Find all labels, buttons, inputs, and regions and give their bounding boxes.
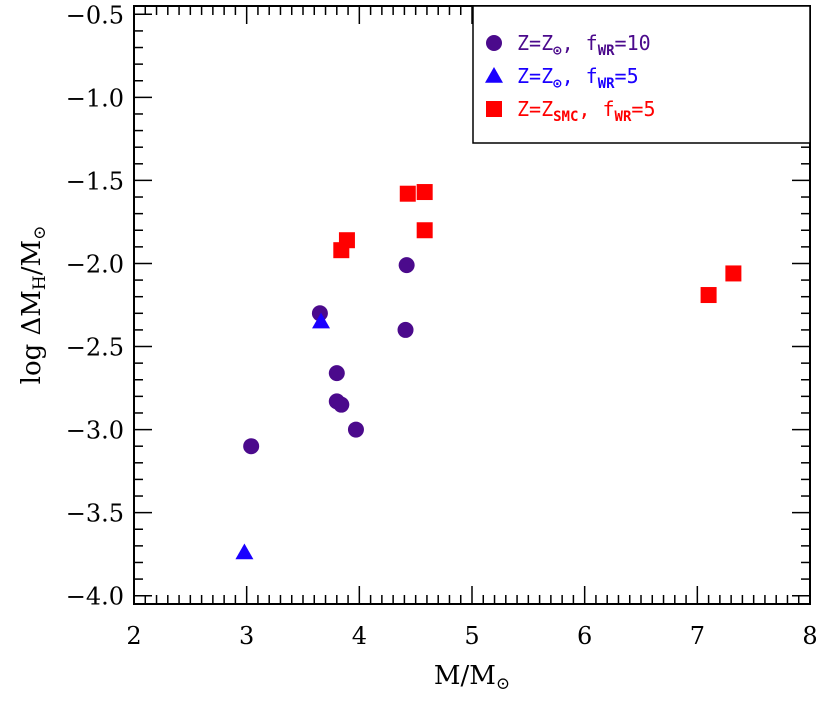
series-1-point	[398, 257, 415, 274]
x-tick-label: 4	[352, 622, 367, 650]
legend-text: , f	[562, 31, 598, 55]
plot-frame	[133, 5, 811, 605]
legend-box	[472, 5, 811, 144]
y-axis-title-sub2: ⊙	[30, 226, 50, 240]
series-3-point	[416, 222, 433, 239]
legend-subscript: SMC	[553, 109, 578, 125]
legend-text: , f	[578, 97, 614, 121]
minor-ticks	[134, 6, 810, 604]
legend-text: Z=Z	[517, 64, 553, 88]
legend-text: Z=Z	[517, 97, 553, 121]
legend-entry-label: Z=Z⊙, fWR=5	[517, 64, 639, 92]
series-3-point	[725, 265, 742, 282]
legend: Z=Z⊙, fWR=10Z=Z⊙, fWR=5Z=ZSMC, fWR=5	[472, 5, 811, 144]
series-3-point	[338, 232, 355, 249]
x-tick-label: 2	[126, 622, 141, 650]
legend-text: =5	[615, 64, 639, 88]
y-tick-label: −3.0	[66, 417, 124, 445]
legend-marker	[486, 35, 502, 51]
legend-subscript: ⊙	[553, 76, 562, 92]
x-tick-label: 8	[802, 622, 817, 650]
y-tick-label: −1.0	[66, 84, 124, 112]
y-tick-label: −3.5	[66, 500, 124, 528]
y-tick-label: −0.5	[66, 1, 124, 29]
series-3-point	[416, 184, 433, 201]
legend-subscript: WR	[598, 43, 615, 59]
x-axis-title-main: M/M	[434, 661, 496, 691]
legend-marker	[486, 101, 502, 117]
legend-subscript: ⊙	[553, 43, 562, 59]
series-2-point	[235, 543, 254, 560]
y-axis-title-prefix: log ΔM	[17, 290, 47, 384]
series-3-point	[700, 287, 717, 304]
x-tick-labels: 2 3 4 5 6 7 8	[126, 622, 817, 650]
x-tick-label: 5	[464, 622, 479, 650]
y-tick-label: −1.5	[66, 167, 124, 195]
legend-entry-label: Z=Z⊙, fWR=10	[517, 31, 651, 59]
series-1-point	[347, 421, 364, 438]
x-axis-title-sub: ⊙	[496, 674, 510, 694]
legend-subscript: WR	[615, 109, 632, 125]
x-axis-title: M/M⊙	[434, 661, 510, 694]
y-axis-title: log ΔMH/M⊙	[17, 226, 50, 385]
legend-subscript: WR	[598, 76, 615, 92]
legend-text: =5	[631, 97, 655, 121]
y-tick-label: −2.5	[66, 334, 124, 362]
data-points	[235, 184, 742, 560]
series-1-point	[243, 438, 260, 455]
series-1-point	[333, 396, 350, 413]
series-1-point	[311, 305, 328, 322]
y-tick-label: −4.0	[66, 583, 124, 611]
legend-text: , f	[562, 64, 598, 88]
y-tick-labels: −4.0 −3.5 −3.0 −2.5 −2.0 −1.5 −1.0 −0.5	[66, 1, 124, 610]
y-axis-title-sub: H	[30, 275, 50, 290]
series-3-point	[399, 185, 416, 202]
series-1-point	[397, 321, 414, 338]
legend-entry-label: Z=ZSMC, fWR=5	[517, 97, 656, 125]
y-axis-title-mid: /M	[17, 240, 47, 275]
series-1-point	[328, 365, 345, 382]
x-tick-label: 7	[690, 622, 705, 650]
legend-marker	[485, 67, 503, 83]
x-tick-label: 3	[239, 622, 254, 650]
x-tick-label: 6	[577, 622, 592, 650]
series-2-point	[312, 312, 331, 329]
legend-text: =10	[615, 31, 651, 55]
legend-text: Z=Z	[517, 31, 553, 55]
y-tick-label: −2.0	[66, 250, 124, 278]
